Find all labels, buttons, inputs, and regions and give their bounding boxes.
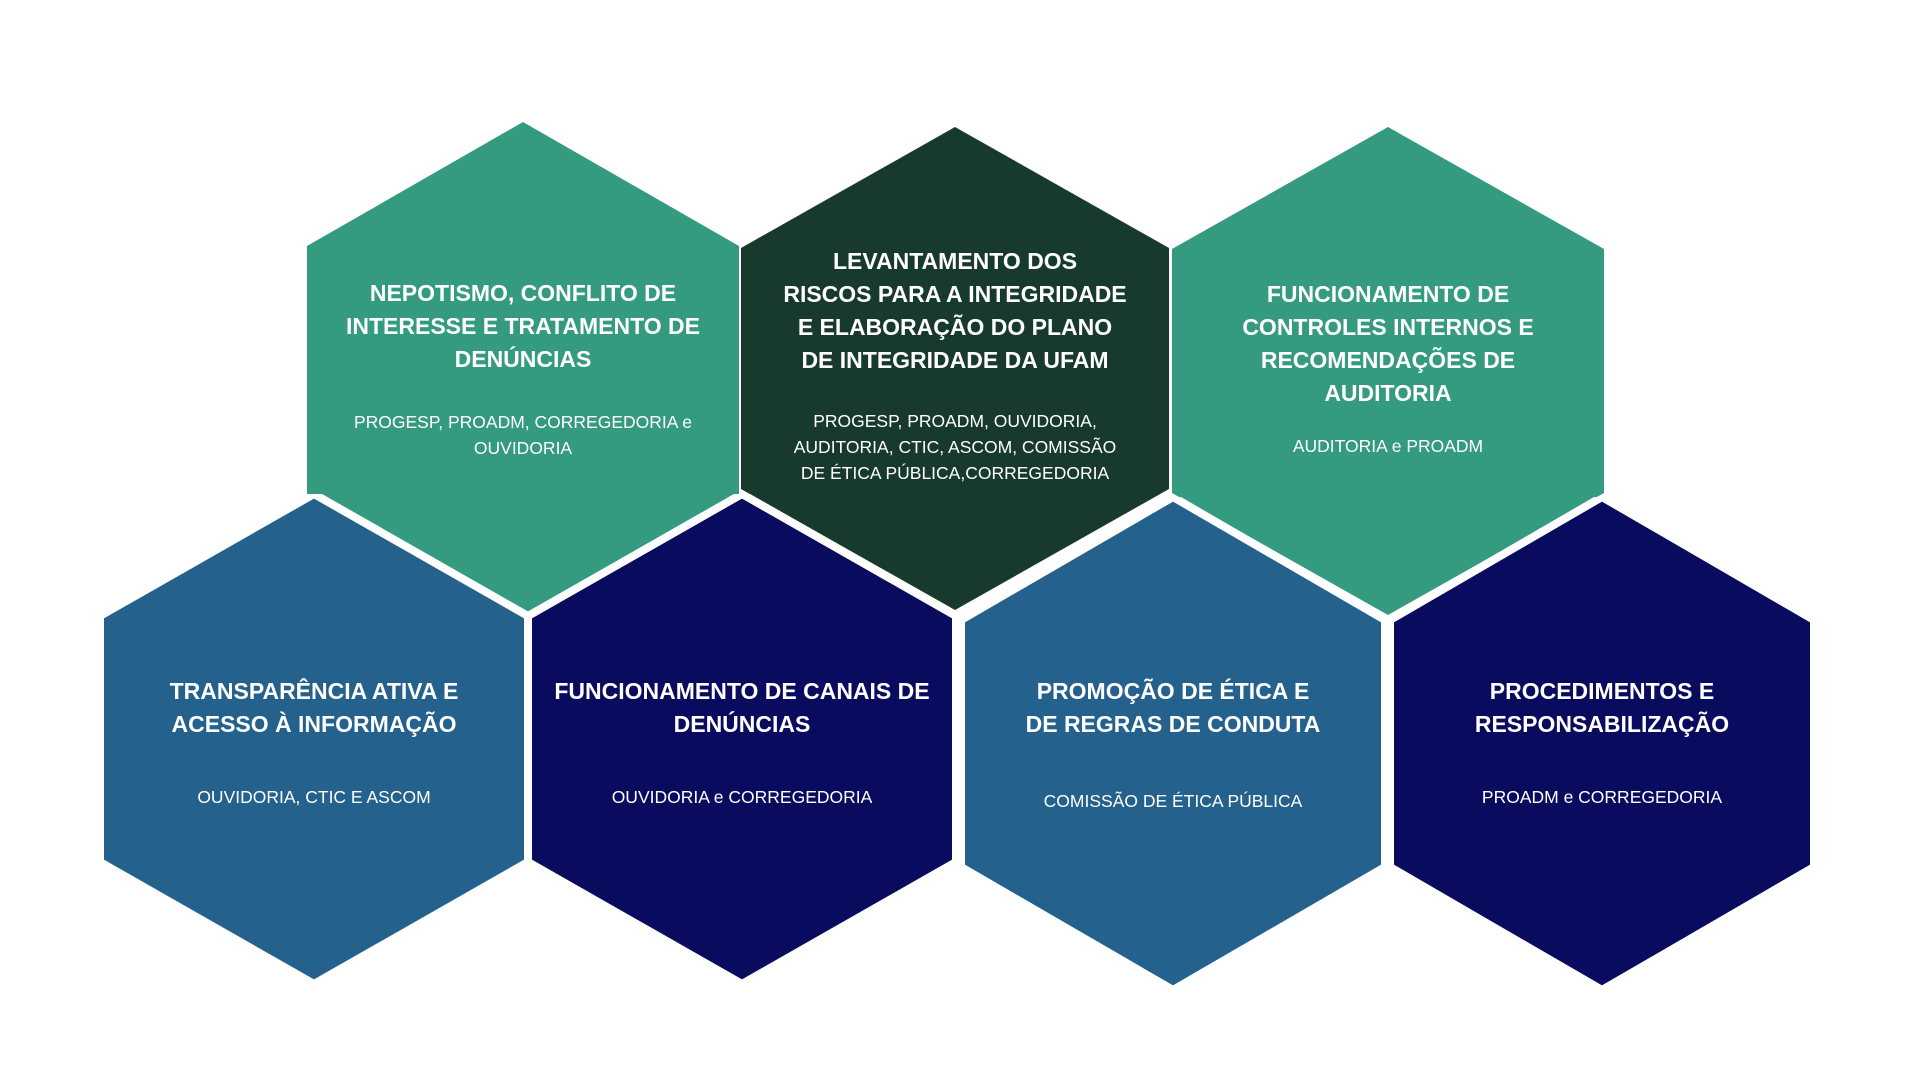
- hexagon-shape: [528, 494, 956, 984]
- hexagon-subtitle: AUDITORIA e PROADM: [1292, 436, 1484, 456]
- hexagon-subtitle: PROGESP, PROADM, CORREGEDORIA e OUVIDORI…: [353, 412, 693, 458]
- hexagon-subtitle: OUVIDORIA e CORREGEDORIA: [611, 787, 873, 807]
- hexagon-etica: PROMOÇÃO DE ÉTICA E DE REGRAS DE CONDUTA…: [961, 497, 1385, 990]
- hexagon-subtitle: PROADM e CORREGEDORIA: [1481, 787, 1723, 807]
- hexagon-canais: FUNCIONAMENTO DE CANAIS DE DENÚNCIAS OUV…: [528, 494, 956, 984]
- hexagon-controles: FUNCIONAMENTO DE CONTROLES INTERNOS E RE…: [1172, 127, 1604, 615]
- hexagon-shape: [307, 122, 739, 618]
- hexagon-levantamento: LEVANTAMENTO DOS RISCOS PARA A INTEGRIDA…: [741, 127, 1169, 610]
- hexagon-title: TRANSPARÊNCIA ATIVA E ACESSO À INFORMAÇÃ…: [169, 678, 459, 737]
- hexagon-transparencia: TRANSPARÊNCIA ATIVA E ACESSO À INFORMAÇÃ…: [100, 494, 528, 984]
- hexagon-title: PROMOÇÃO DE ÉTICA E DE REGRAS DE CONDUTA: [1025, 678, 1321, 737]
- hexagon-subtitle: COMISSÃO DE ÉTICA PÚBLICA: [1043, 791, 1303, 811]
- hexagon-title: PROCEDIMENTOS E RESPONSABILIZAÇÃO: [1474, 678, 1730, 737]
- hexagon-subtitle: OUVIDORIA, CTIC E ASCOM: [197, 787, 431, 807]
- hexagon-title: LEVANTAMENTO DOS RISCOS PARA A INTEGRIDA…: [783, 248, 1127, 373]
- hexagon-shape: [1390, 497, 1814, 990]
- hexagon-shape: [961, 497, 1385, 990]
- hexagon-subtitle: PROGESP, PROADM, OUVIDORIA, AUDITORIA, C…: [793, 411, 1117, 483]
- hexagon-nepotismo: NEPOTISMO, CONFLITO DE INTERESSE E TRATA…: [307, 122, 739, 618]
- hexagon-procedimentos: PROCEDIMENTOS E RESPONSABILIZAÇÃO PROADM…: [1390, 497, 1814, 990]
- hexagon-shape: [741, 127, 1169, 610]
- hexagon-title: FUNCIONAMENTO DE CANAIS DE DENÚNCIAS: [554, 678, 930, 737]
- hexagon-title: NEPOTISMO, CONFLITO DE INTERESSE E TRATA…: [346, 280, 700, 372]
- hexagon-shape: [100, 494, 528, 984]
- hexagon-title: FUNCIONAMENTO DE CONTROLES INTERNOS E RE…: [1242, 281, 1534, 406]
- hexagon-shape: [1172, 127, 1604, 615]
